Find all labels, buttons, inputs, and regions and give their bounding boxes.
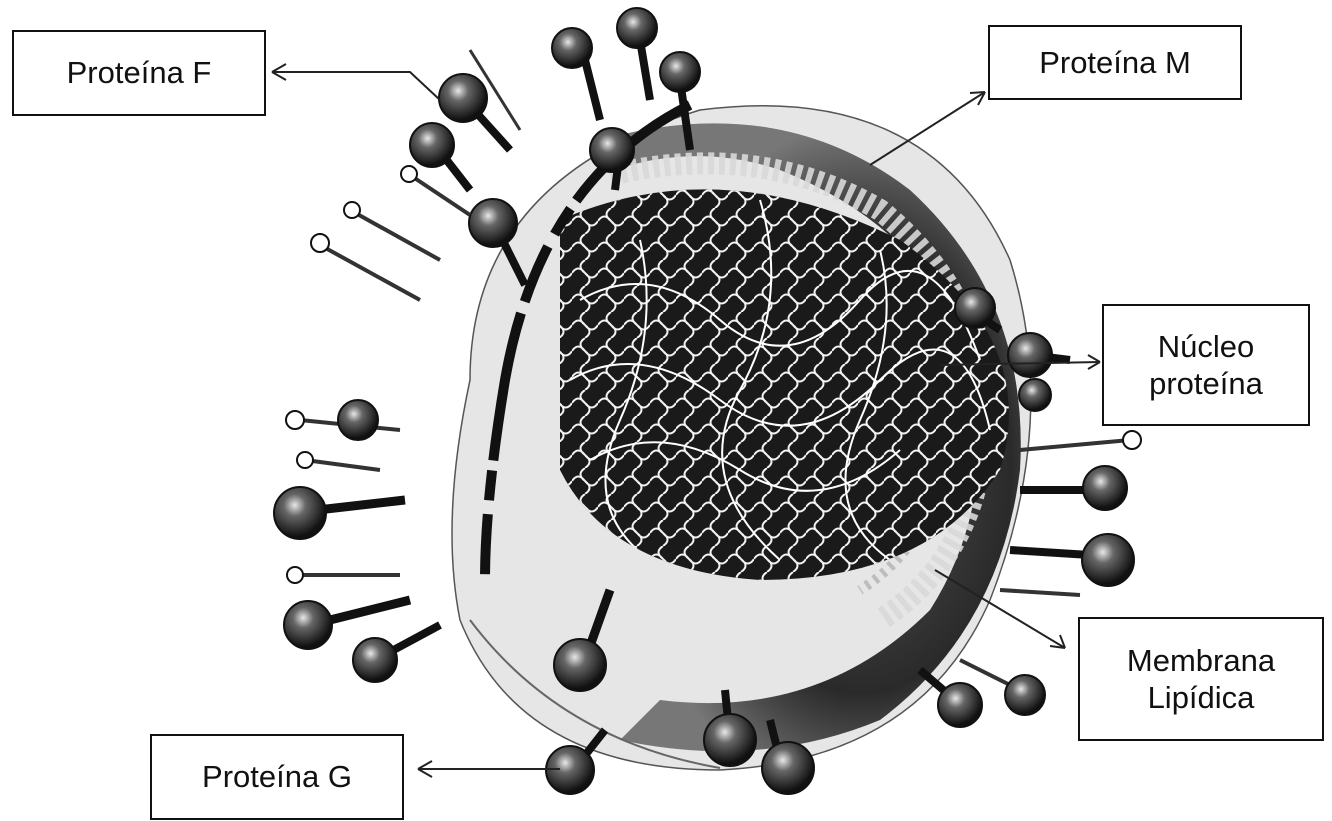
label-lipid-membrane-line1: Membrana xyxy=(1127,642,1275,679)
label-protein-m-text: Proteína M xyxy=(1039,44,1191,81)
label-protein-g: Proteína G xyxy=(150,734,404,820)
arrow-protein-f xyxy=(272,72,440,100)
label-nucleoprotein: Núcleo proteína xyxy=(1102,304,1310,426)
label-nucleoprotein-line1: Núcleo xyxy=(1158,328,1255,365)
label-lipid-membrane: Membrana Lipídica xyxy=(1078,617,1324,741)
label-protein-g-text: Proteína G xyxy=(202,758,352,795)
label-lipid-membrane-line2: Lipídica xyxy=(1148,679,1255,716)
virion-body xyxy=(452,105,1040,770)
label-protein-f: Proteína F xyxy=(12,30,266,116)
label-protein-m: Proteína M xyxy=(988,25,1242,100)
label-nucleoprotein-line2: proteína xyxy=(1149,365,1263,402)
label-protein-f-text: Proteína F xyxy=(67,54,212,91)
